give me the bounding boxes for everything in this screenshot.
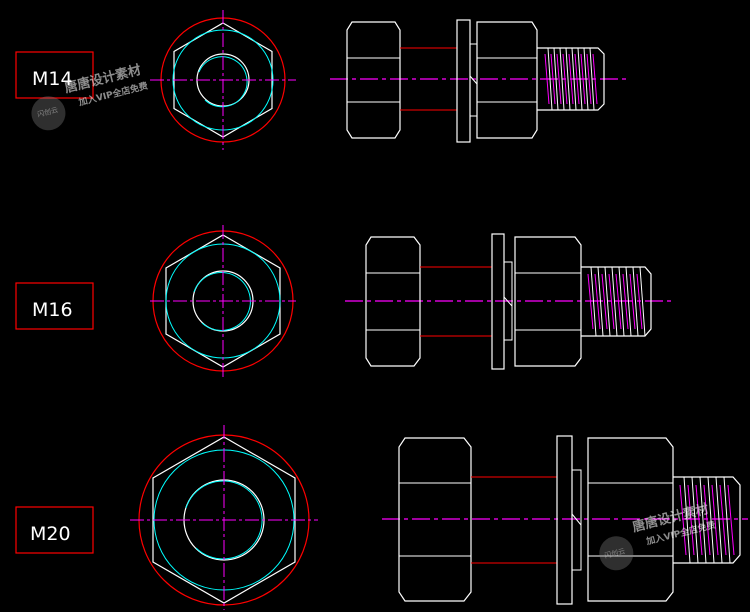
bolt-head-m16: [365, 236, 421, 367]
nut-m16: [514, 236, 582, 367]
row-m20: M20: [15, 425, 748, 610]
spring-washer-m20: [571, 469, 582, 571]
top-view-m20: [130, 425, 318, 610]
thread-crest-m20: [683, 476, 731, 564]
thread-end-m20: [673, 476, 741, 564]
thread-arc-m14: [198, 56, 248, 108]
bolt-head-m20: [398, 437, 472, 602]
nut-m20: [587, 437, 674, 602]
top-view-m16: [150, 225, 296, 377]
label-m16: M16: [32, 299, 73, 321]
label-box-m20: [15, 506, 94, 554]
top-view-m14: [150, 10, 296, 150]
thread-hatch-m20: [679, 484, 735, 556]
side-view-m14: [330, 19, 630, 143]
thread-hatch-m14: [544, 53, 598, 105]
side-view-m16: [345, 233, 672, 370]
watermark-logo-icon: [31, 96, 66, 131]
side-view-m20: [382, 435, 748, 605]
row-m14: M14: [15, 10, 630, 150]
thread-crest-m16: [590, 266, 646, 337]
thread-end-m16: [581, 266, 652, 337]
thread-arc-m16: [193, 271, 251, 331]
thread-arc-m20: [185, 480, 263, 560]
bolt-head-m14: [346, 21, 401, 139]
watermark-logo-icon: [599, 536, 634, 571]
spring-washer-split: [469, 75, 478, 85]
label-box-m14: [15, 51, 94, 99]
spring-washer-split: [571, 513, 582, 526]
label-m14: M14: [32, 68, 73, 90]
thread-hatch-m16: [587, 273, 643, 330]
label-box-m16: [15, 282, 94, 330]
spring-washer-split: [503, 296, 513, 307]
thread-crest-m14: [547, 47, 595, 111]
spring-washer-m16: [503, 261, 513, 341]
nut-m14: [476, 21, 538, 139]
row-m16: M16: [15, 225, 672, 377]
label-m20: M20: [30, 523, 71, 545]
